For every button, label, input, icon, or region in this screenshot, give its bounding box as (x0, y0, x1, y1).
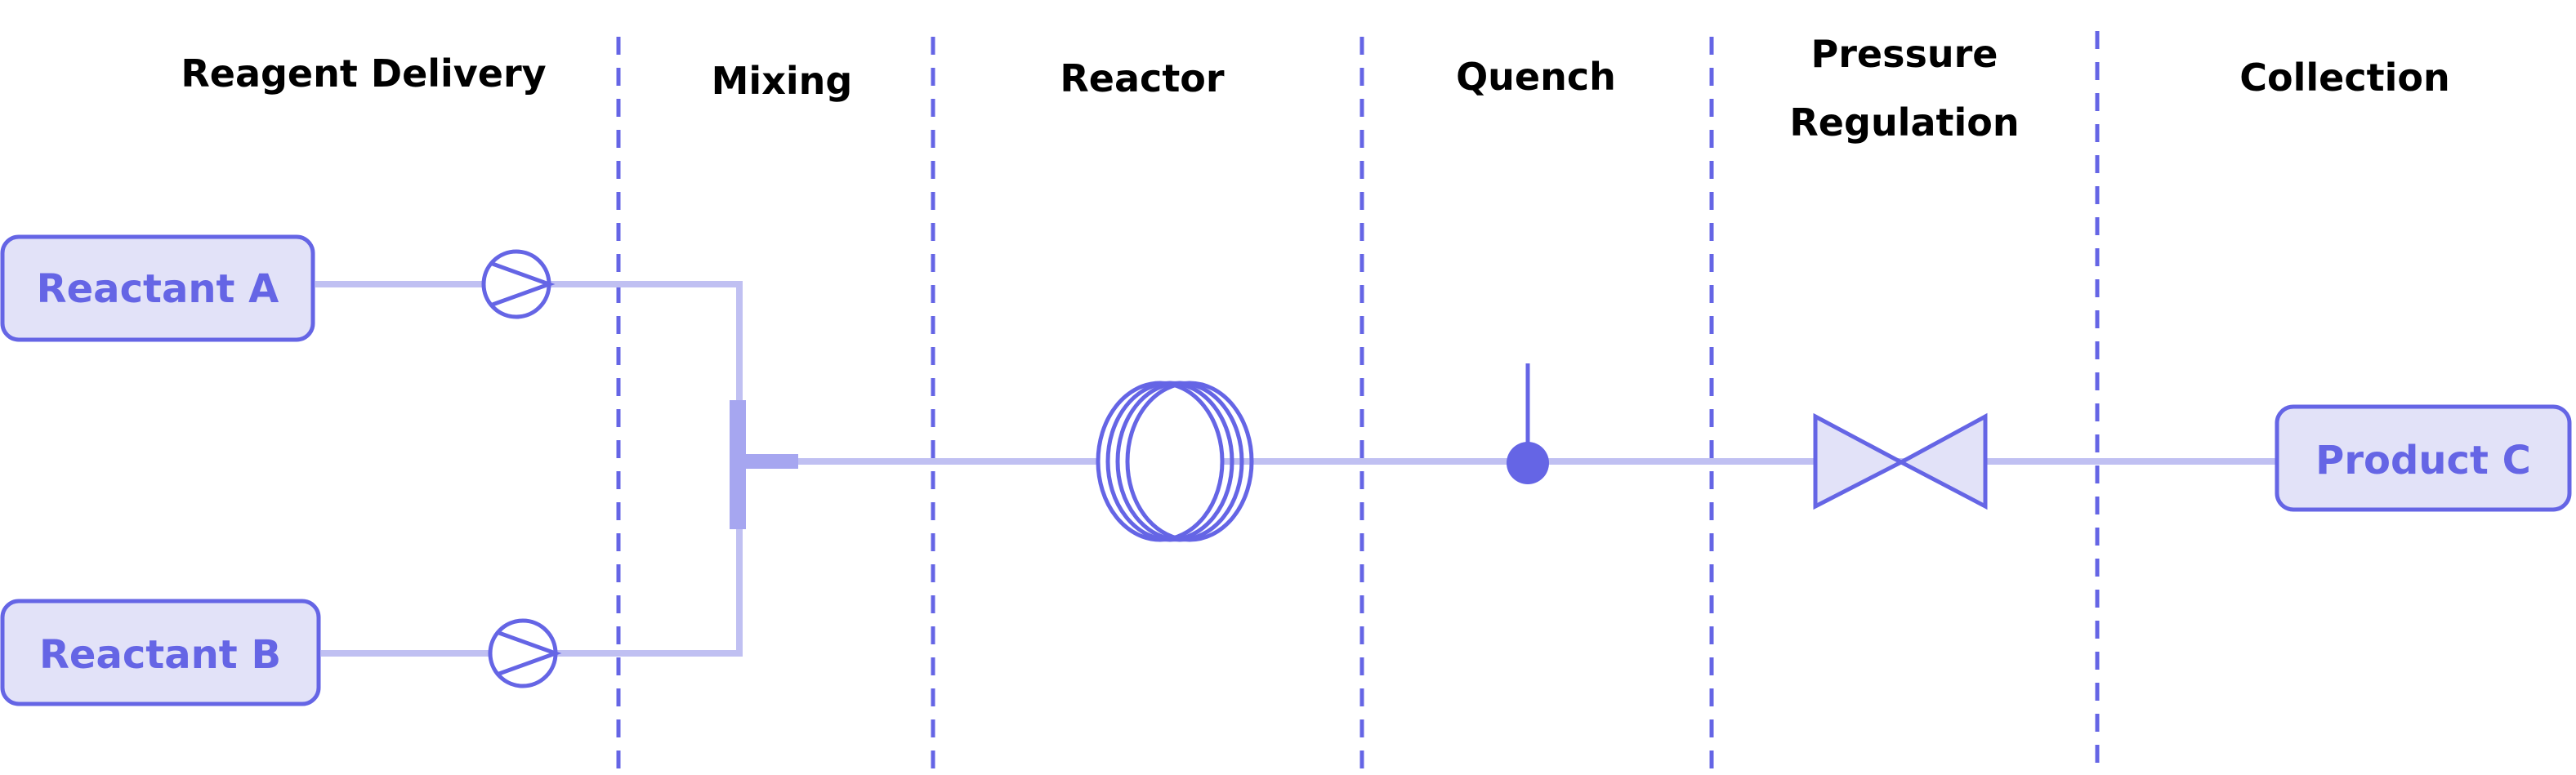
reactant-b-node: Reactant B (0, 599, 321, 706)
back-pressure-valve-icon (1813, 412, 1988, 510)
quench-injection-icon (1507, 363, 1549, 484)
reactant-b-label: Reactant B (39, 632, 281, 678)
pump-icon (488, 618, 562, 688)
stage-pressure-line-1: Pressure (1811, 32, 1998, 76)
reactant-a-node: Reactant A (0, 234, 315, 342)
stage-pressure-line-2: Regulation (1789, 100, 2019, 145)
reactant-a-label: Reactant A (37, 266, 279, 312)
stage-reactor: Reactor (1060, 56, 1225, 100)
stage-mixing: Mixing (712, 59, 853, 103)
pump-icon (481, 249, 556, 319)
reactant-b-box (0, 599, 321, 706)
stage-headings: Reagent Delivery Mixing Reactor Quench P… (181, 32, 2449, 145)
product-c-label: Product C (2315, 438, 2531, 483)
pipe-reactant-a (315, 281, 743, 408)
product-c-node: Product C (2275, 404, 2572, 512)
tee-mixer-icon (730, 400, 798, 529)
pipe-reactant-b (321, 523, 743, 657)
reactant-a-box (0, 234, 315, 342)
product-c-box (2275, 404, 2572, 512)
stage-reagent-delivery: Reagent Delivery (181, 51, 546, 96)
stage-quench: Quench (1456, 55, 1616, 99)
coil-reactor-icon (1096, 381, 1254, 542)
stage-collection: Collection (2239, 56, 2449, 100)
